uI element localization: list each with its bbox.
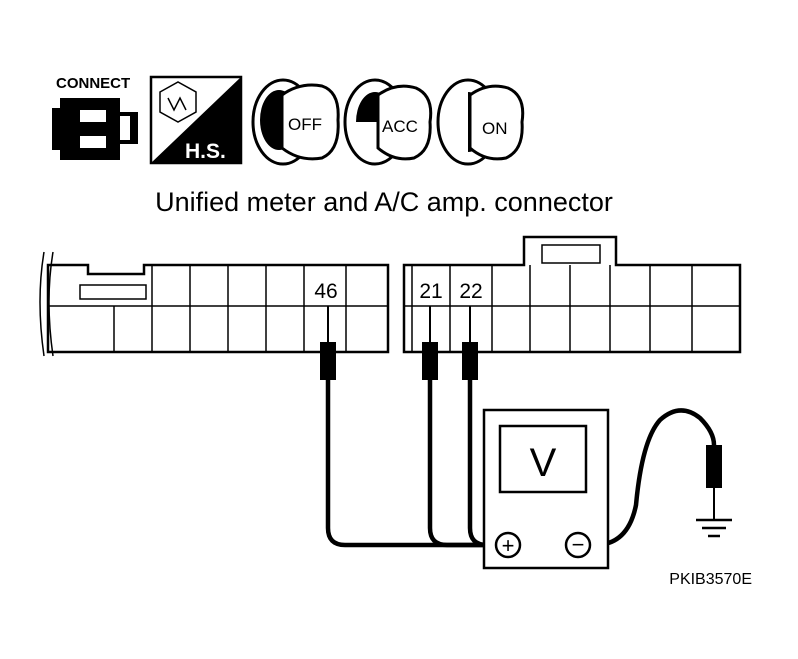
voltmeter-symbol: V	[530, 441, 557, 485]
terminal-21-label: 21	[419, 280, 442, 303]
figure-id: PKIB3570E	[669, 571, 752, 588]
key-on-label: ON	[482, 119, 508, 138]
ignition-key-acc-icon: ACC	[343, 78, 433, 166]
positive-terminal-label: +	[502, 533, 515, 558]
connect-icon: CONNECT	[52, 75, 138, 160]
positive-terminal	[494, 531, 522, 559]
negative-terminal-label: −	[572, 532, 585, 557]
connect-label: CONNECT	[56, 75, 130, 92]
probe-terminal-46	[320, 306, 491, 548]
terminal-46-label: 46	[314, 280, 337, 303]
left-connector: 46	[39, 251, 390, 357]
negative-terminal	[564, 531, 592, 559]
voltmeter: V + −	[482, 408, 610, 570]
terminal-22-label: 22	[459, 280, 482, 303]
probe-terminal-21	[422, 306, 491, 548]
key-acc-label: ACC	[382, 117, 418, 136]
ignition-key-off-icon: OFF	[251, 78, 340, 166]
key-off-label: OFF	[288, 115, 322, 134]
ground-probe	[592, 408, 732, 548]
harness-sensor-icon: H.S.	[149, 75, 243, 165]
right-connector: 21 22	[402, 235, 742, 354]
hs-label: H.S.	[185, 140, 226, 163]
diagram-title: Unified meter and A/C amp. connector	[155, 187, 613, 217]
ignition-key-on-icon: ON	[436, 78, 525, 166]
